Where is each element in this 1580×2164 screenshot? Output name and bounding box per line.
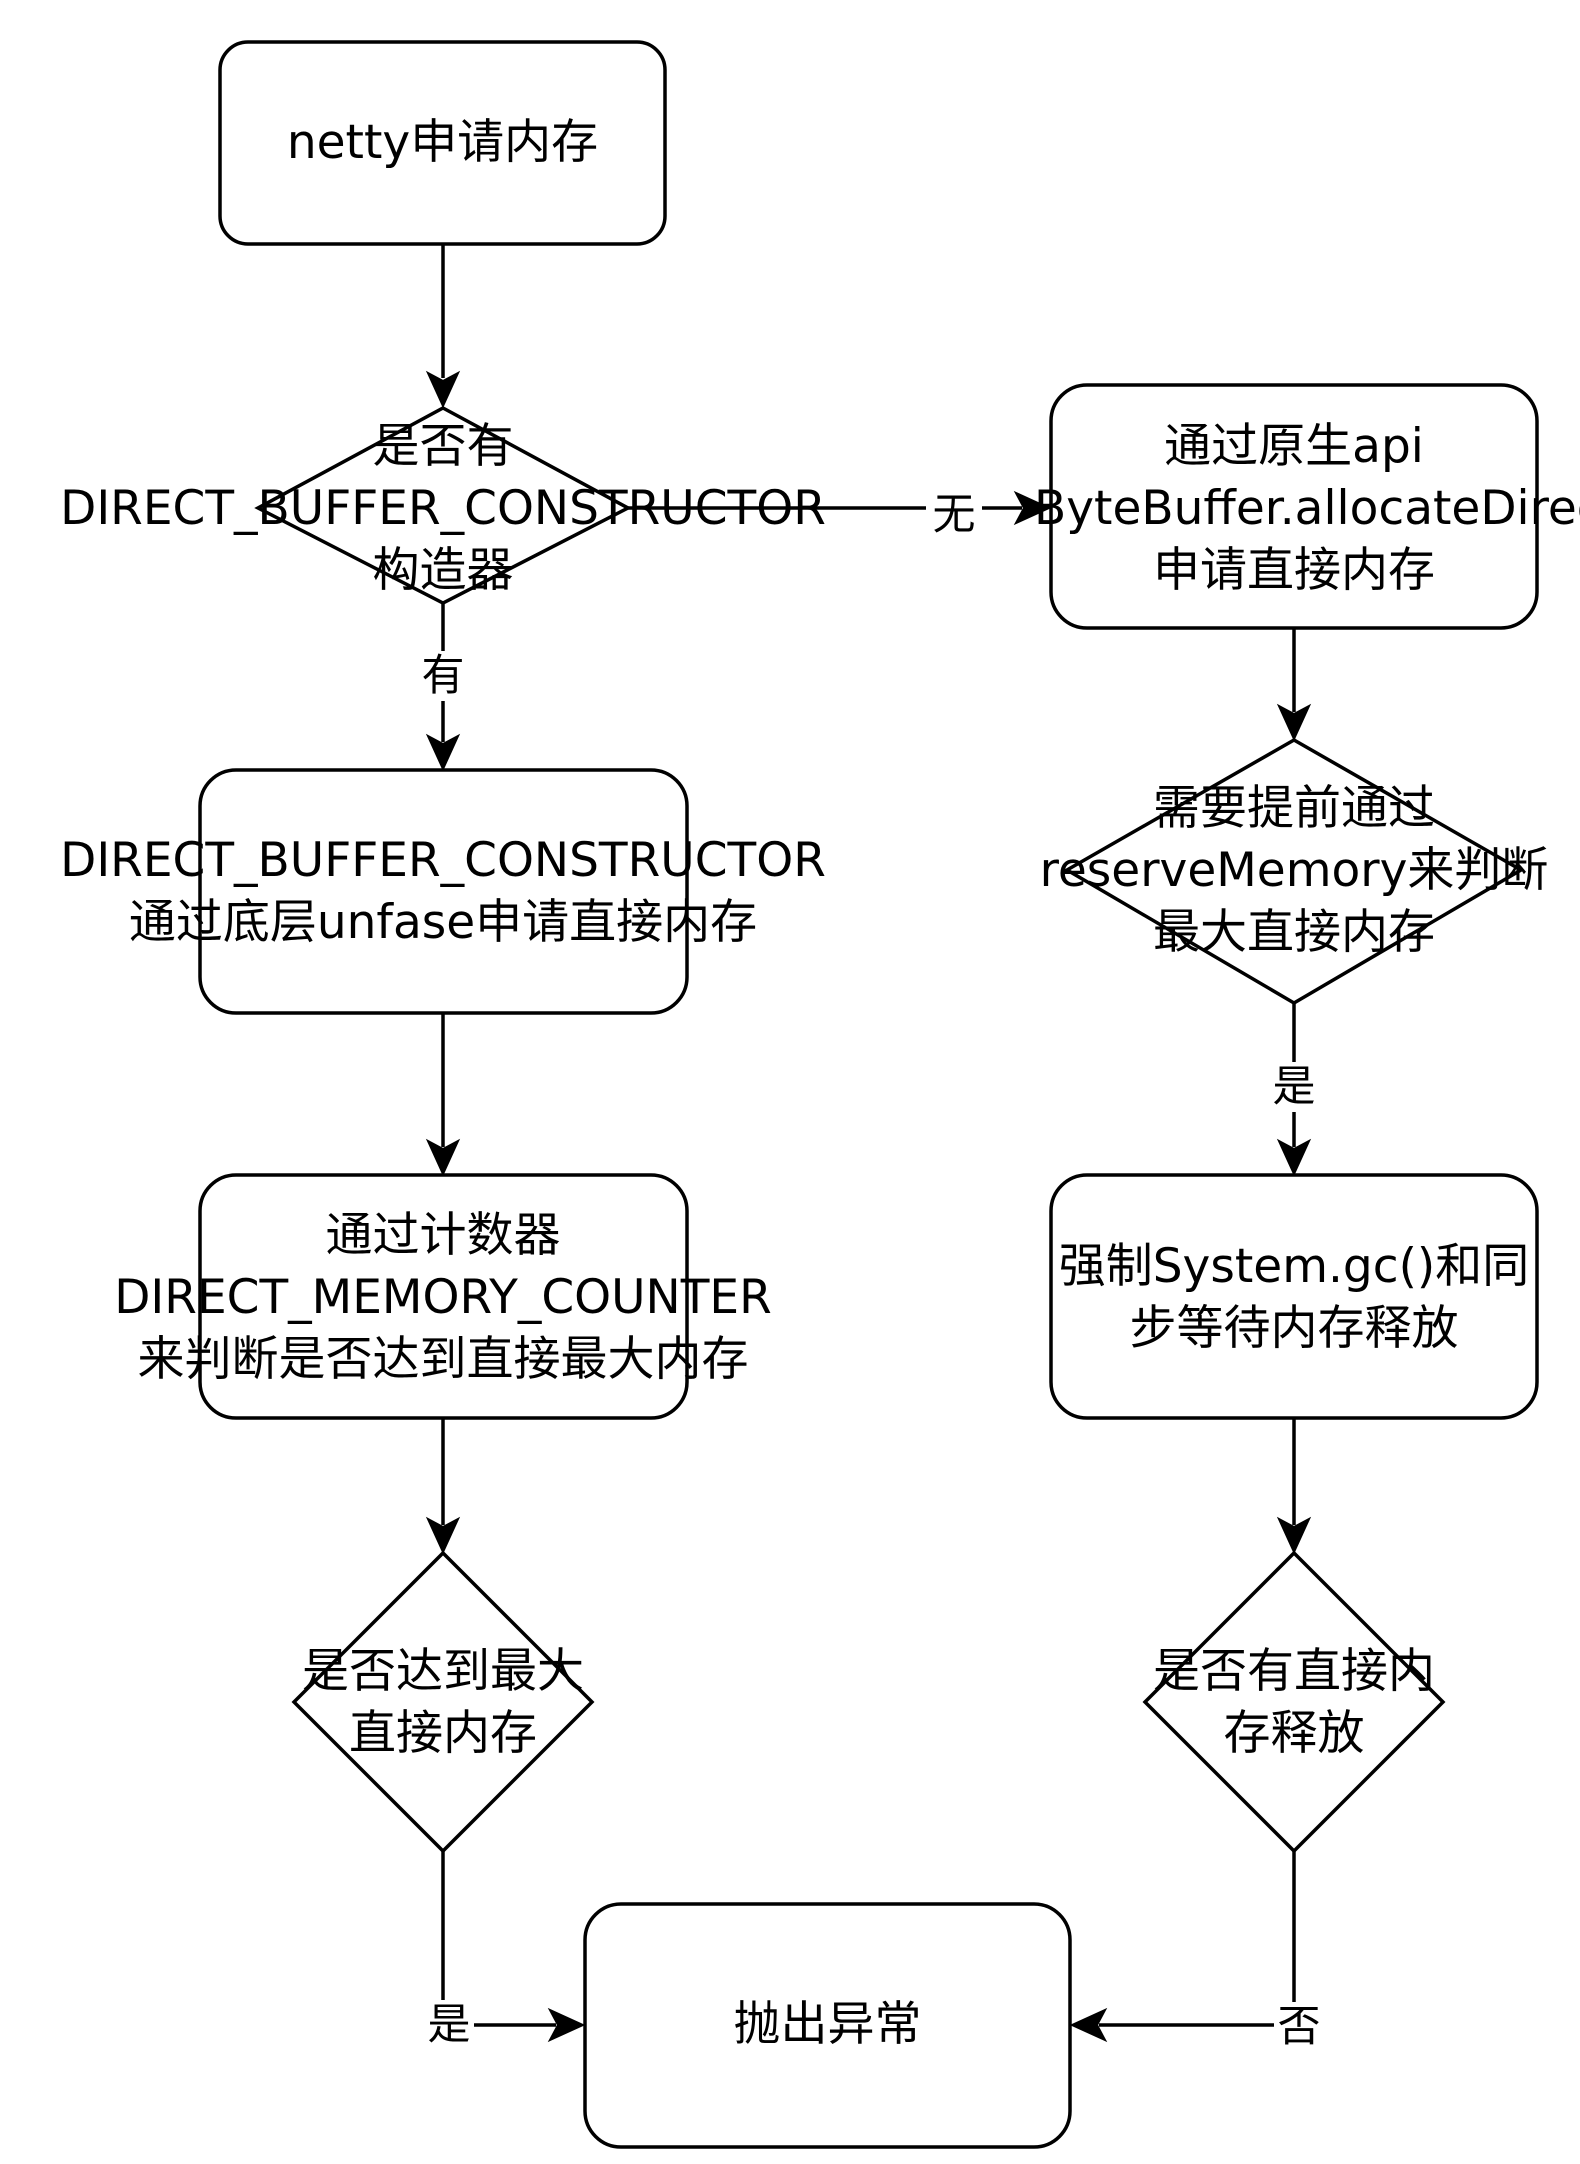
start-label: netty申请内存 (286, 115, 599, 170)
force-gc-label: 强制System.gc()和同 步等待内存释放 (1058, 1239, 1530, 1356)
arrowhead (1276, 703, 1312, 742)
native-api-label: 通过原生api ByteBuffer.allocateDirect 申请直接内存 (1034, 419, 1580, 598)
edge-label-no-constructor: 无 (926, 490, 982, 540)
arrowhead (547, 2007, 586, 2043)
unsafe-alloc-label: DIRECT_BUFFER_CONSTRUCTOR 通过底层unfase申请直接… (60, 833, 826, 950)
max-reached-label: 是否达到最大 直接内存 (302, 1644, 584, 1761)
edge-label-has-constructor: 有 (418, 651, 468, 701)
arrowhead (425, 370, 461, 409)
reserve-memory-label: 需要提前通过 reserveMemory来判断 最大直接内存 (1039, 781, 1549, 960)
memory-released-label: 是否有直接内 存释放 (1153, 1644, 1435, 1761)
throw-node[interactable] (583, 1902, 1072, 2149)
edge-label-release-no: 否 (1274, 2002, 1324, 2052)
arrowhead (1276, 1138, 1312, 1177)
arrowhead (425, 733, 461, 772)
counter-check-label: 通过计数器 DIRECT_MEMORY_COUNTER 来判断是否达到直接最大内… (114, 1208, 772, 1387)
arrowhead (1013, 490, 1052, 526)
arrowhead (1069, 2007, 1108, 2043)
arrowhead (1276, 1516, 1312, 1555)
throw-label: 抛出异常 (733, 1997, 922, 2052)
arrowhead (425, 1138, 461, 1177)
arrowhead (425, 1516, 461, 1555)
edge-label-reserve-yes: 是 (1269, 1062, 1319, 1112)
edge-max-yes (441, 1851, 556, 2027)
edge-release-no (1099, 1851, 1296, 2027)
edge-label-max-yes: 是 (424, 2000, 474, 2050)
has-constructor-label: 是否有 DIRECT_BUFFER_CONSTRUCTOR 构造器 (60, 419, 826, 598)
